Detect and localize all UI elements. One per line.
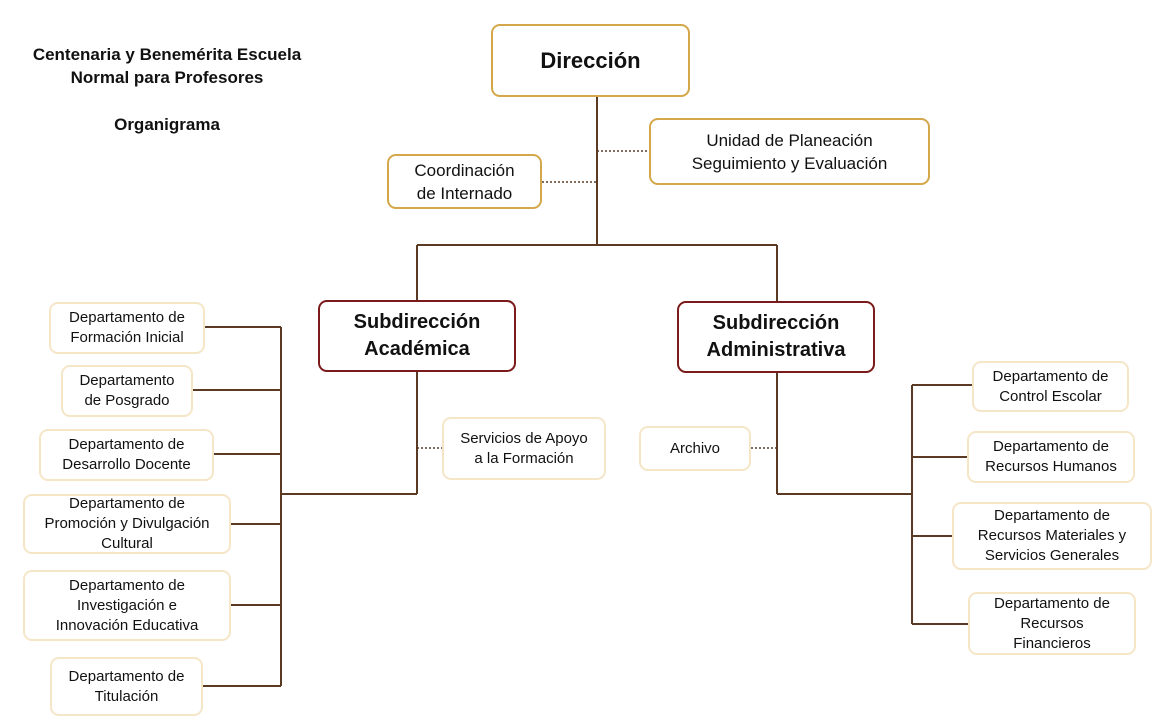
node-planeacion: Unidad de Planeación Seguimiento y Evalu… xyxy=(649,118,930,185)
node-archivo: Archivo xyxy=(639,426,751,471)
page-title: Organigrama xyxy=(114,115,220,134)
dept-control-escolar: Departamento de Control Escolar xyxy=(972,361,1129,412)
dept-investigacion: Departamento de Investigación e Innovaci… xyxy=(23,570,231,641)
dept-formacion-inicial: Departamento de Formación Inicial xyxy=(49,302,205,354)
node-apoyo-formacion: Servicios de Apoyo a la Formación xyxy=(442,417,606,480)
node-direccion: Dirección xyxy=(491,24,690,97)
dept-desarrollo-docente: Departamento de Desarrollo Docente xyxy=(39,429,214,481)
dept-recursos-humanos: Departamento de Recursos Humanos xyxy=(967,431,1135,483)
institution-title: Centenaria y Benemérita Escuela Normal p… xyxy=(32,45,302,87)
dept-titulacion: Departamento de Titulación xyxy=(50,657,203,716)
dept-posgrado: Departamento de Posgrado xyxy=(61,365,193,417)
dept-recursos-financieros: Departamento de Recursos Financieros xyxy=(968,592,1136,655)
dept-promocion-cultural: Departamento de Promoción y Divulgación … xyxy=(23,494,231,554)
node-sub-administrativa: Subdirección Administrativa xyxy=(677,301,875,373)
dept-recursos-materiales: Departamento de Recursos Materiales y Se… xyxy=(952,502,1152,570)
node-sub-academica: Subdirección Académica xyxy=(318,300,516,372)
node-internado: Coordinación de Internado xyxy=(387,154,542,209)
